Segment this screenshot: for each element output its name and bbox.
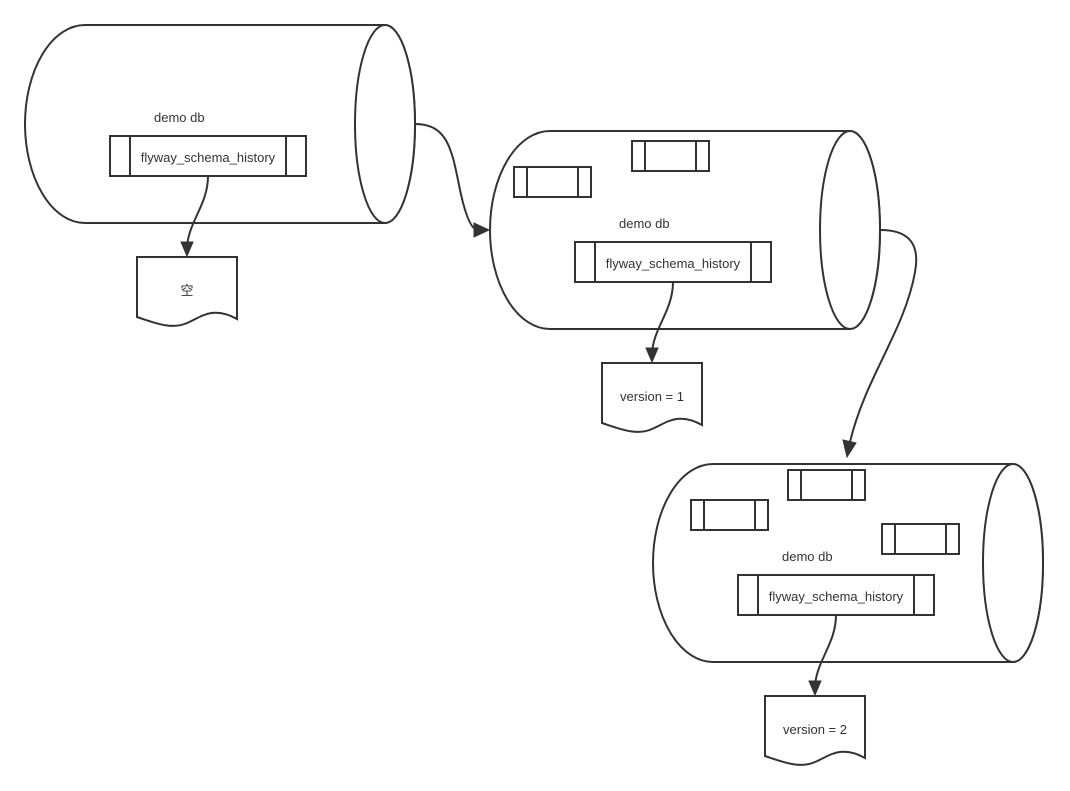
table-box[interactable]: [631, 140, 710, 172]
history-table-label: flyway_schema_history: [606, 256, 741, 271]
history-record-document[interactable]: [136, 256, 238, 327]
cylinder-end-cap: [819, 130, 881, 330]
history-table-label: flyway_schema_history: [769, 589, 904, 604]
database-label: demo db: [619, 216, 670, 231]
arrowhead: [645, 347, 659, 364]
history-table-box[interactable]: [109, 135, 307, 177]
history-record-text: version = 2: [783, 722, 847, 737]
cylinder-end-cap: [354, 24, 416, 224]
cylinder-end-cap: [982, 463, 1044, 663]
arrowhead: [180, 241, 194, 258]
connector-arrow: [186, 175, 209, 249]
table-box[interactable]: [513, 166, 592, 198]
table-box[interactable]: [690, 499, 769, 531]
history-record-text: version = 1: [620, 389, 684, 404]
arrowhead: [473, 222, 491, 238]
table-box[interactable]: [787, 469, 866, 501]
arrowhead: [842, 439, 857, 459]
database-cylinder-1[interactable]: [24, 24, 416, 224]
connector-arrow: [814, 614, 837, 688]
database-label: demo db: [782, 549, 833, 564]
connector-arrow: [651, 281, 674, 355]
history-table-box[interactable]: [574, 241, 772, 283]
history-record-text: 空: [180, 283, 193, 298]
history-record-document[interactable]: [764, 695, 866, 766]
arrowhead: [808, 680, 822, 697]
history-table-box[interactable]: [737, 574, 935, 616]
database-label: demo db: [154, 110, 205, 125]
table-box[interactable]: [881, 523, 960, 555]
migration-flow-arrow: [414, 123, 479, 231]
history-table-label: flyway_schema_history: [141, 150, 276, 165]
history-record-document[interactable]: [601, 362, 703, 433]
migration-flow-arrow: [849, 229, 918, 443]
